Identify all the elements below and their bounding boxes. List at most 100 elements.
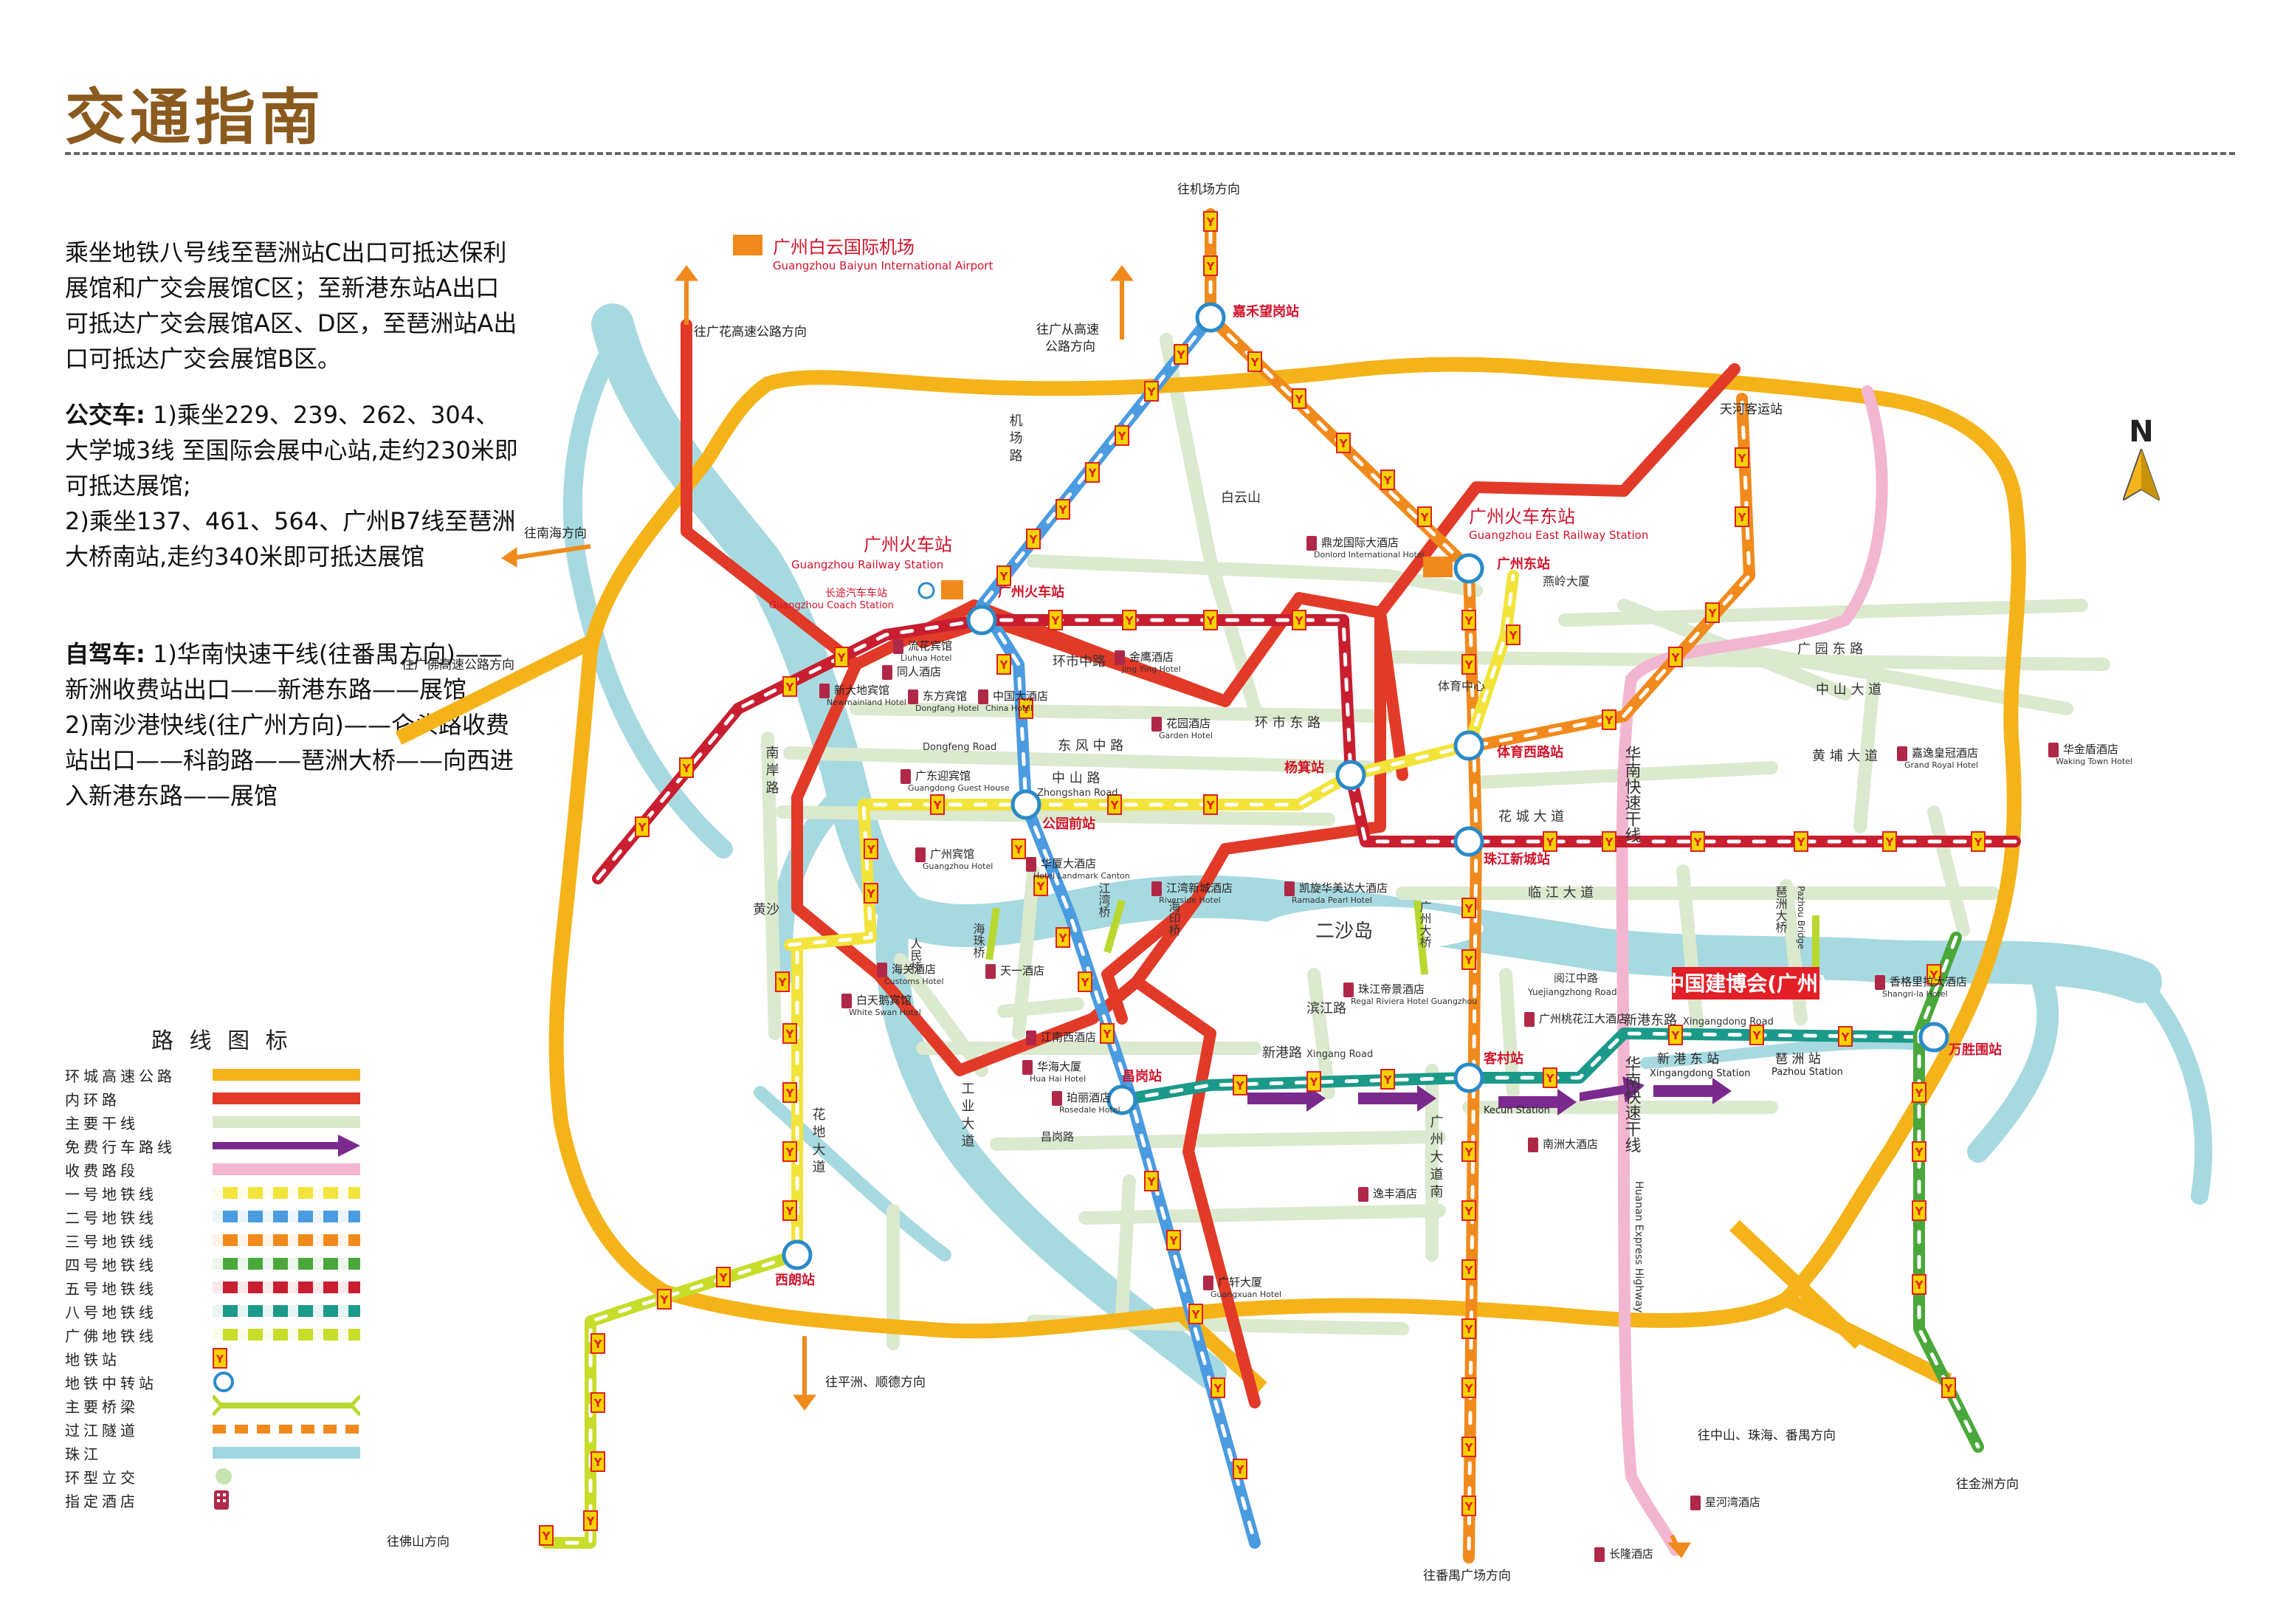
station-marker[interactable]: Y bbox=[1543, 831, 1557, 852]
station-marker[interactable]: Y bbox=[1749, 1025, 1764, 1045]
station-marker[interactable]: Y bbox=[1233, 1459, 1247, 1479]
station-marker[interactable]: Y bbox=[1668, 647, 1683, 667]
station-marker[interactable]: Y bbox=[1461, 1318, 1476, 1339]
station-marker[interactable]: Y bbox=[1461, 949, 1476, 970]
station-marker[interactable]: Y bbox=[782, 1023, 797, 1044]
station-marker[interactable]: Y bbox=[1461, 610, 1476, 630]
station-marker[interactable]: Y bbox=[1144, 381, 1159, 402]
station-marker[interactable]: Y bbox=[1019, 698, 1033, 719]
station-marker[interactable]: Y bbox=[1174, 344, 1188, 365]
station-marker[interactable]: Y bbox=[1011, 839, 1026, 859]
station-marker[interactable]: Y bbox=[1203, 211, 1218, 232]
station-marker[interactable]: Y bbox=[1211, 1377, 1225, 1398]
station-marker[interactable]: Y bbox=[1668, 1025, 1683, 1045]
station-marker[interactable]: Y bbox=[1380, 1069, 1395, 1090]
hotel-marker[interactable]: 广州桃花江大酒店 bbox=[1524, 1012, 1628, 1027]
station-marker[interactable]: Y bbox=[1735, 506, 1749, 527]
station-marker[interactable]: Y bbox=[716, 1267, 731, 1287]
station-marker[interactable]: Y bbox=[1380, 469, 1395, 490]
transfer-icon[interactable] bbox=[1106, 1084, 1137, 1115]
station-marker[interactable]: Y bbox=[635, 816, 650, 837]
station-marker[interactable]: Y bbox=[1056, 499, 1070, 520]
station-marker[interactable]: Y bbox=[590, 1333, 605, 1354]
hotel-marker[interactable]: 同人酒店 bbox=[882, 665, 941, 680]
station-marker[interactable]: Y bbox=[1048, 610, 1063, 630]
station-marker[interactable]: Y bbox=[1912, 1141, 1926, 1162]
station-marker[interactable]: Y bbox=[1203, 610, 1218, 630]
station-marker[interactable]: Y bbox=[1078, 971, 1092, 992]
station-marker[interactable]: Y bbox=[1461, 898, 1476, 918]
station-marker[interactable]: Y bbox=[590, 1392, 605, 1413]
transfer-icon[interactable] bbox=[1453, 553, 1484, 584]
hotel-marker[interactable]: 天一酒店 bbox=[985, 964, 1044, 979]
expo-highlight[interactable] bbox=[1672, 967, 1819, 999]
hotel-marker[interactable]: 逸丰酒店 bbox=[1358, 1187, 1417, 1202]
transfer-icon[interactable] bbox=[1335, 760, 1366, 791]
hotel-marker[interactable]: 星河湾酒店 bbox=[1690, 1496, 1760, 1510]
station-marker[interactable]: Y bbox=[782, 1141, 797, 1162]
station-marker[interactable]: Y bbox=[1085, 462, 1100, 483]
station-marker[interactable]: Y bbox=[1203, 794, 1218, 815]
station-marker[interactable]: Y bbox=[1203, 255, 1218, 276]
transfer-icon[interactable] bbox=[1010, 789, 1041, 820]
station-marker[interactable]: Y bbox=[1026, 529, 1041, 549]
station-marker[interactable]: Y bbox=[1461, 1377, 1476, 1398]
station-marker[interactable]: Y bbox=[1188, 1304, 1203, 1324]
station-marker[interactable]: Y bbox=[782, 1082, 797, 1103]
station-marker[interactable]: Y bbox=[1690, 831, 1705, 852]
station-marker[interactable]: Y bbox=[1306, 1071, 1321, 1092]
station-marker[interactable]: Y bbox=[1461, 1496, 1476, 1516]
station-marker[interactable]: Y bbox=[1107, 794, 1122, 815]
station-marker[interactable]: Y bbox=[1166, 1230, 1181, 1250]
station-marker[interactable]: Y bbox=[1461, 1200, 1476, 1221]
station-marker[interactable]: Y bbox=[1543, 1067, 1557, 1088]
station-marker[interactable]: Y bbox=[1461, 654, 1476, 675]
station-marker[interactable]: Y bbox=[1336, 433, 1351, 453]
station-marker[interactable]: Y bbox=[1115, 425, 1129, 446]
station-marker[interactable]: Y bbox=[1794, 831, 1808, 852]
station-marker[interactable]: Y bbox=[1735, 447, 1749, 468]
station-marker[interactable]: Y bbox=[539, 1525, 554, 1546]
hotel-marker[interactable]: 南洲大酒店 bbox=[1528, 1138, 1598, 1152]
station-marker[interactable]: Y bbox=[1417, 506, 1432, 527]
station-marker[interactable]: Y bbox=[1912, 1274, 1926, 1295]
hotel-marker[interactable]: 长隆酒店 bbox=[1594, 1547, 1653, 1562]
station-marker[interactable]: Y bbox=[1461, 1437, 1476, 1457]
station-marker[interactable]: Y bbox=[583, 1510, 598, 1531]
station-marker[interactable]: Y bbox=[996, 565, 1011, 586]
station-marker[interactable]: Y bbox=[996, 654, 1011, 675]
transfer-icon[interactable] bbox=[1195, 302, 1226, 333]
station-marker[interactable]: Y bbox=[1100, 1023, 1115, 1044]
station-marker[interactable]: Y bbox=[590, 1451, 605, 1472]
station-marker[interactable]: Y bbox=[775, 971, 790, 992]
station-marker[interactable]: Y bbox=[1838, 1026, 1853, 1047]
transfer-icon[interactable] bbox=[1453, 730, 1484, 761]
station-marker[interactable]: Y bbox=[1247, 351, 1262, 372]
transfer-icon[interactable] bbox=[1918, 1022, 1949, 1053]
transfer-icon[interactable] bbox=[1453, 1062, 1484, 1093]
station-marker[interactable]: Y bbox=[1506, 625, 1521, 645]
station-marker[interactable]: Y bbox=[1122, 610, 1137, 630]
station-marker[interactable]: Y bbox=[782, 1200, 797, 1221]
station-marker[interactable]: Y bbox=[1461, 1141, 1476, 1162]
station-marker[interactable]: Y bbox=[1033, 875, 1048, 896]
station-marker[interactable]: Y bbox=[834, 647, 849, 667]
station-marker[interactable]: Y bbox=[1602, 831, 1616, 852]
